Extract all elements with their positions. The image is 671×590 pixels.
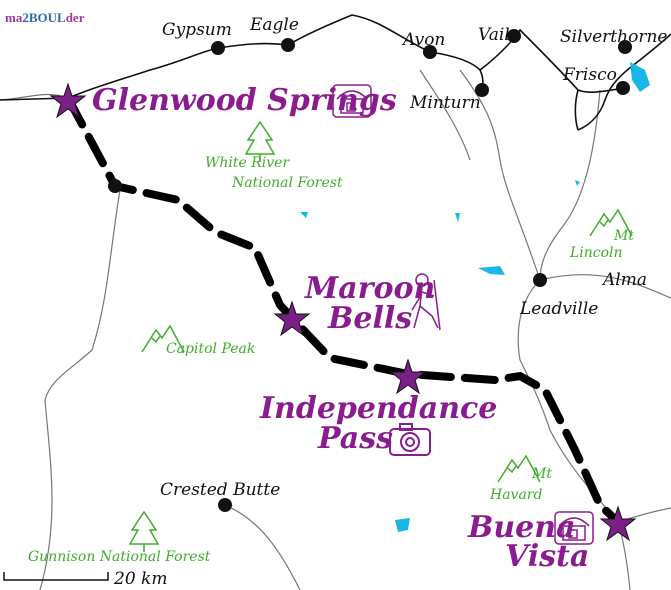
peak-label-harvard-2: Havard	[489, 487, 543, 503]
town-label-silverthorne: Silverthorne	[560, 27, 667, 47]
camera-icon	[389, 423, 431, 456]
town-label-alma: Alma	[601, 270, 647, 290]
peak-label-lincoln-1: Mt	[613, 228, 634, 244]
town-label-avon: Avon	[401, 30, 445, 50]
stop-label-maroon: Maroon	[304, 271, 435, 306]
town-label-eagle: Eagle	[249, 15, 299, 35]
stop-label-buena: Buena	[467, 510, 576, 545]
town-label-frisco: Frisco	[562, 65, 617, 85]
stop-label-vista: Vista	[505, 539, 589, 574]
star-independance	[389, 358, 427, 395]
scale-label: 20 km	[113, 569, 167, 589]
town-dot-crested-butte	[218, 498, 232, 512]
forest-label-gunnison: Gunnison National Forest	[28, 549, 211, 565]
peak-label-harvard-1: Mt	[531, 466, 552, 482]
tree-icon	[128, 510, 160, 552]
site-logo: ma2BOULder	[5, 10, 85, 25]
star-maroon	[273, 300, 311, 337]
town-dot-carbondale	[108, 179, 122, 193]
town-dot-frisco	[616, 81, 630, 95]
stop-stars	[49, 82, 637, 542]
route-path	[64, 94, 622, 526]
stop-label-pass: Pass	[317, 421, 393, 456]
town-markers	[108, 29, 632, 512]
house-icon	[332, 84, 372, 118]
town-dot-vail	[507, 29, 521, 43]
town-label-minturn: Minturn	[409, 93, 481, 113]
town-dot-avon	[423, 45, 437, 59]
town-label-vail: Vail	[478, 25, 510, 45]
town-label-crested-butte: Crested Butte	[160, 480, 280, 500]
house-icon	[554, 511, 594, 545]
stop-label-independance: Independance	[259, 391, 497, 426]
town-dot-silverthorne	[618, 40, 632, 54]
peak-label-capitol: Capitol Peak	[166, 341, 255, 357]
peak-label-lincoln-2: Lincoln	[569, 245, 623, 261]
town-dot-eagle	[281, 38, 295, 52]
town-label-gypsum: Gypsum	[162, 20, 232, 40]
scale-bar	[3, 572, 109, 581]
mountain-icon	[589, 208, 633, 237]
forest-label-white-river-1: White River	[205, 155, 290, 171]
tree-icon	[244, 120, 276, 162]
star-glenwood	[49, 82, 87, 119]
mountain-icon	[497, 454, 541, 483]
hiker-icon	[411, 273, 441, 331]
town-dot-minturn	[475, 83, 489, 97]
forest-label-white-river-2: National Forest	[231, 175, 343, 191]
town-dot-leadville	[533, 273, 547, 287]
star-buena-vista	[599, 505, 637, 542]
water-bodies	[300, 62, 650, 532]
stop-label-bells: Bells	[327, 301, 412, 336]
town-dot-gypsum	[211, 41, 225, 55]
stop-label-glenwood: Glenwood Springs	[92, 83, 397, 118]
mountain-icon	[141, 324, 185, 353]
town-label-leadville: Leadville	[519, 299, 598, 319]
